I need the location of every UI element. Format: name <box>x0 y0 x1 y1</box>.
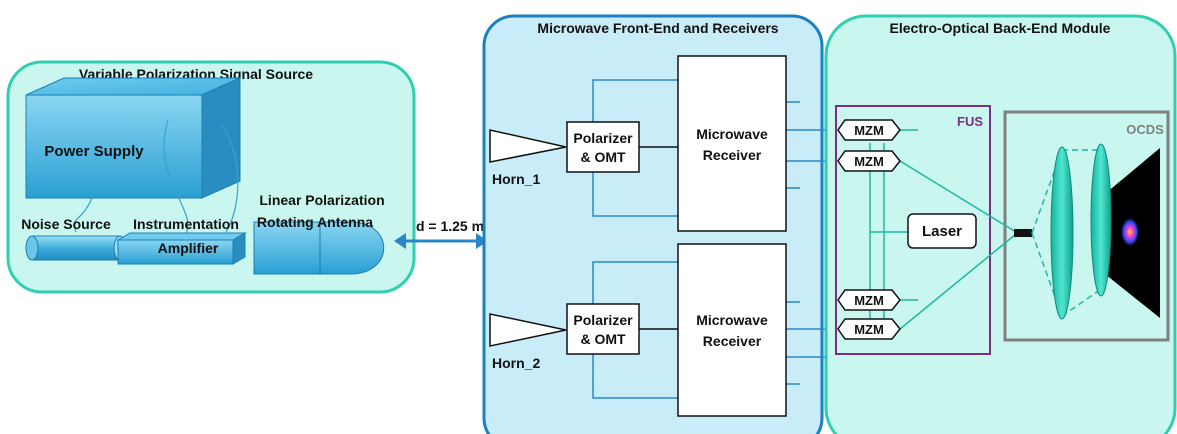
mzm-2-label: MZM <box>854 154 884 169</box>
horn-1-icon <box>489 129 567 163</box>
polarizer-1-label-line2: & OMT <box>580 149 626 165</box>
front-end-panel: Microwave Front-End and Receivers Horn_1… <box>482 14 832 434</box>
front-end-title: Microwave Front-End and Receivers <box>537 20 778 36</box>
receiver-2-label-line2: Receiver <box>703 333 762 349</box>
horn-1-label: Horn_1 <box>492 171 540 187</box>
noise-source-label: Noise Source <box>21 216 111 232</box>
polarizer-2-label-line2: & OMT <box>580 331 626 347</box>
antenna-label-line1: Linear Polarization <box>259 192 384 208</box>
power-supply-box: Power Supply <box>25 77 241 199</box>
antenna-label-line2: Rotating Antenna <box>257 214 373 230</box>
back-end-panel: Electro-Optical Back-End Module FUS OCDS… <box>824 14 1177 434</box>
power-cable-3 <box>221 124 239 233</box>
horn-2-icon <box>489 313 567 347</box>
front-end-wiring-1 <box>592 79 832 217</box>
mzm-1-label: MZM <box>854 123 884 138</box>
amplifier-label-line1: Instrumentation <box>133 216 239 232</box>
laser-box <box>907 213 977 249</box>
horn-2-label: Horn_2 <box>492 355 540 371</box>
signal-source-panel: Variable Polarization Signal Source Powe… <box>6 60 416 294</box>
back-end-panel-box <box>824 14 1177 434</box>
noise-source-cylinder <box>25 235 127 261</box>
power-supply-label: Power Supply <box>44 143 144 160</box>
back-end-title: Electro-Optical Back-End Module <box>890 20 1111 36</box>
mzm-4-label: MZM <box>854 322 884 337</box>
power-cable-2 <box>163 119 189 237</box>
rotating-antenna <box>253 221 385 275</box>
polarizer-1-box <box>566 121 640 173</box>
receiver-2-box <box>677 243 787 417</box>
mzm-4: MZM <box>837 318 901 340</box>
mzm-3: MZM <box>837 289 901 311</box>
lens-2 <box>1090 143 1112 297</box>
fus-label: FUS <box>957 114 983 129</box>
mzm-1: MZM <box>837 119 901 141</box>
polarizer-2-label-line1: Polarizer <box>573 312 633 328</box>
fiber-bundle <box>1014 229 1032 237</box>
fus-box <box>835 105 991 355</box>
polarizer-1-label-line1: Polarizer <box>573 130 633 146</box>
amplifier-box <box>116 232 247 265</box>
receiver-2-label-line1: Microwave <box>696 312 768 328</box>
mzm-3-label: MZM <box>854 293 884 308</box>
front-end-wiring-2 <box>592 261 832 399</box>
laser-label: Laser <box>922 223 962 240</box>
mzm-2: MZM <box>837 150 901 172</box>
power-cable-1 <box>73 197 93 233</box>
receiver-1-label-line1: Microwave <box>696 126 768 142</box>
distance-label: d = 1.25 m <box>416 218 484 234</box>
lens-1 <box>1050 146 1074 320</box>
polarizer-2-box <box>566 303 640 355</box>
receiver-1-label-line2: Receiver <box>703 147 762 163</box>
receiver-1-box <box>677 55 787 232</box>
distance-arrow <box>394 233 488 249</box>
interference-spot <box>1121 218 1139 246</box>
amplifier-label-line2: Amplifier <box>158 240 219 256</box>
ocds-label: OCDS <box>1126 122 1164 137</box>
